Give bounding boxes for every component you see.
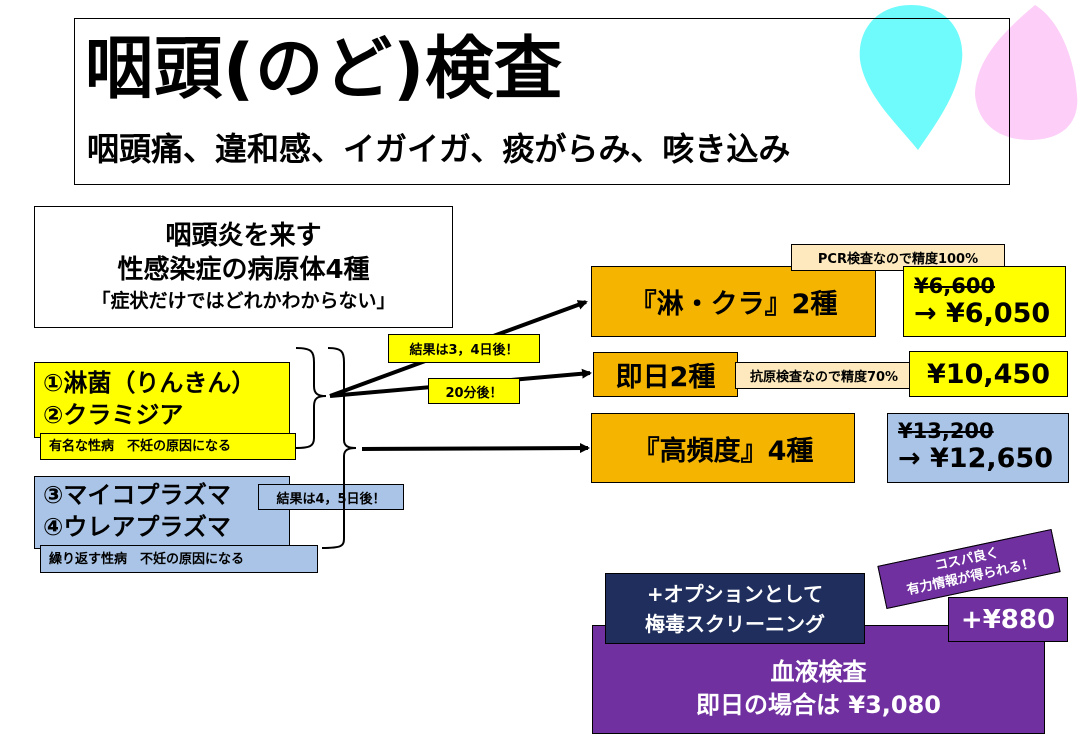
arrow-result1-badge: 結果は3，4日後！ — [388, 334, 540, 363]
option-tag: +オプションとして 梅毒スクリーニング — [605, 573, 865, 644]
test-koshindo-new-price: → ¥12,650 — [898, 443, 1053, 474]
group1-item2: ②クラミジア — [43, 401, 184, 429]
option-blood-line1: 血液検査 — [770, 658, 867, 686]
page-title: 咽頭(のど)検査 — [85, 30, 564, 109]
pathogens-line2: 性感染症の病原体4種 — [117, 255, 370, 285]
bracket-all — [321, 347, 357, 549]
cyan-drop-shape — [859, 5, 963, 150]
option-price-box: +¥880 — [948, 597, 1068, 642]
test-sokujitsu-note: 抗原検査なので精度70% — [735, 362, 913, 389]
test-rin-kura-label: 『淋・クラ』2種 — [629, 289, 838, 320]
group1-box: ①淋菌（りんきん） ②クラミジア — [34, 362, 290, 438]
pathogens-line1: 咽頭炎を来す — [165, 221, 322, 251]
pink-drop-shape — [975, 5, 1078, 140]
pathogens-line3: 「症状だけではどれかわからない」 — [91, 290, 396, 312]
bracket-group1 — [295, 347, 327, 449]
page-subtitle: 咽頭痛、違和感、イガイガ、痰がらみ、咳き込み — [87, 130, 791, 168]
test-sokujitsu-price: ¥10,450 — [927, 358, 1050, 390]
header-box: 咽頭(のど)検査 咽頭痛、違和感、イガイガ、痰がらみ、咳き込み — [74, 18, 1010, 185]
option-tag-line2: 梅毒スクリーニング — [645, 611, 825, 636]
arrow-result1-text: 結果は3，4日後！ — [409, 343, 519, 358]
test-koshindo-old-price: ¥13,200 — [898, 419, 994, 443]
group1-note: 有名な性病 不妊の原因になる — [40, 433, 296, 460]
group2-note: 繰り返す性病 不妊の原因になる — [40, 545, 318, 573]
test-koshindo: 『高頻度』4種 — [591, 413, 855, 483]
arrow-to-koshindo — [361, 443, 590, 454]
test-sokujitsu-note-text: 抗原検査なので精度70% — [749, 370, 899, 385]
group2-result-badge: 結果は4，5日後！ — [258, 484, 404, 510]
group2-note-text: 繰り返す性病 不妊の原因になる — [49, 552, 245, 567]
arrow-result2-text: 20分後！ — [445, 385, 503, 401]
test-koshindo-price-box: ¥13,200 → ¥12,650 — [887, 413, 1069, 483]
test-rin-kura-old-price: ¥6,600 — [914, 274, 996, 298]
group1-item1: ①淋菌（りんきん） — [43, 369, 256, 397]
test-sokujitsu-label: 即日2種 — [615, 362, 716, 393]
pathogens-box: 咽頭炎を来す 性感染症の病原体4種 「症状だけではどれかわからない」 — [34, 206, 453, 328]
group2-item2: ④ウレアプラズマ — [43, 513, 231, 541]
test-rin-kura-price-box: ¥6,600 → ¥6,050 — [903, 266, 1066, 337]
test-sokujitsu-price-box: ¥10,450 — [909, 351, 1068, 397]
group2-result-text: 結果は4，5日後！ — [276, 491, 386, 507]
option-price: +¥880 — [960, 604, 1056, 635]
test-rin-kura: 『淋・クラ』2種 — [591, 266, 876, 337]
group2-box: ③マイコプラズマ ④ウレアプラズマ — [34, 476, 290, 549]
test-koshindo-label: 『高頻度』4種 — [632, 435, 814, 467]
arrow-result2-badge: 20分後！ — [428, 378, 520, 404]
group1-note-text: 有名な性病 不妊の原因になる — [49, 439, 232, 454]
test-rin-kura-new-price: → ¥6,050 — [914, 298, 1051, 329]
test-rin-kura-note-text: PCR検査なので精度100% — [817, 252, 979, 267]
option-blood-line2: 即日の場合は ¥3,080 — [696, 691, 941, 719]
option-tag-line1: +オプションとして — [646, 581, 824, 606]
test-sokujitsu: 即日2種 — [593, 352, 738, 397]
option-blood-text-wrap: 血液検査 即日の場合は ¥3,080 — [593, 656, 1044, 722]
group2-item1: ③マイコプラズマ — [43, 481, 231, 509]
